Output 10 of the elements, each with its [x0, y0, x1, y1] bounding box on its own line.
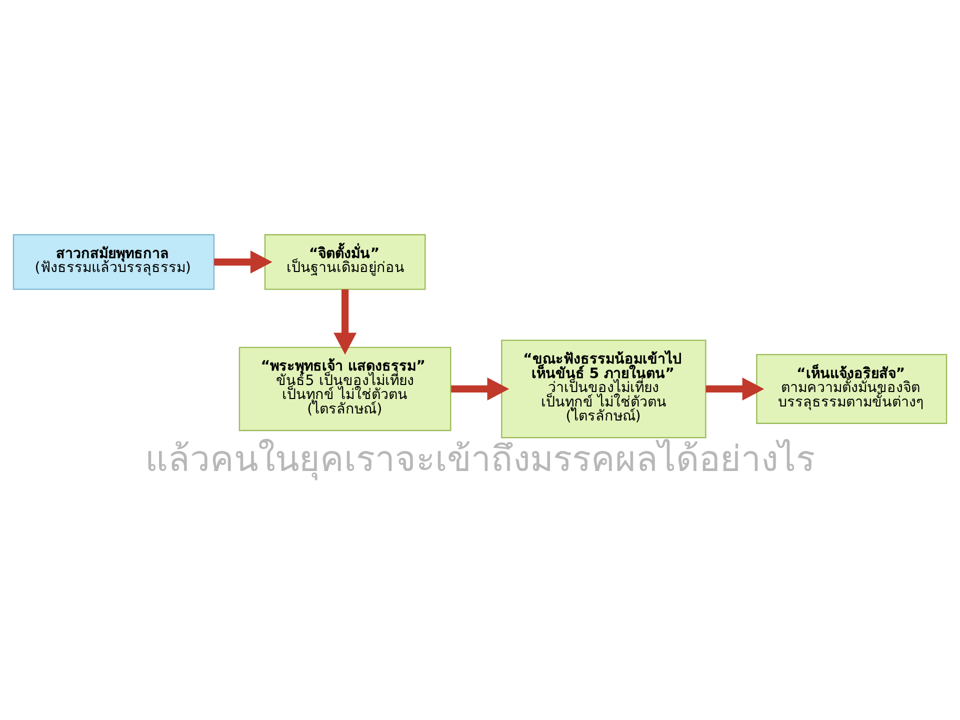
node-box: “พระพุทธเจ้า แสดงธรรม” ขันธ์5 เป็นของไม่เที่ยง เป็นทุกข์ ไม่ใช่ตัวตน (ไตรลักษณ์) [238, 346, 452, 431]
arrow [334, 288, 357, 354]
arrow [214, 250, 272, 274]
arrow [706, 376, 764, 400]
node-box: สาวกสมัยพุทธกาล (ฟังธรรมแล้วบรรลุธรรม) [12, 234, 215, 290]
node-box: “ขณะฟังธรรมน้อมเข้าไป เห็นขันธ์ 5 ภายในตน” ว่าเป็นของไม่เที่ยง เป็นทุกข์ ไม่ใช่ตัวตน (ไตรลักษณ์) [501, 339, 706, 438]
node-box: “เห็นแจ้งอริยสัจ” ตามความตั้งมั่นของจิต บรรลุธรรมตามขั้นต่างๆ [756, 353, 948, 424]
arrow [451, 376, 510, 400]
diagram-title: แล้วคนในยุคเราจะเข้าถึงมรรคผลได้อย่างไร [145, 438, 815, 480]
node-box: “จิตตั้งมั่น” เป็นฐานเดิมอยู่ก่อน [264, 234, 426, 290]
